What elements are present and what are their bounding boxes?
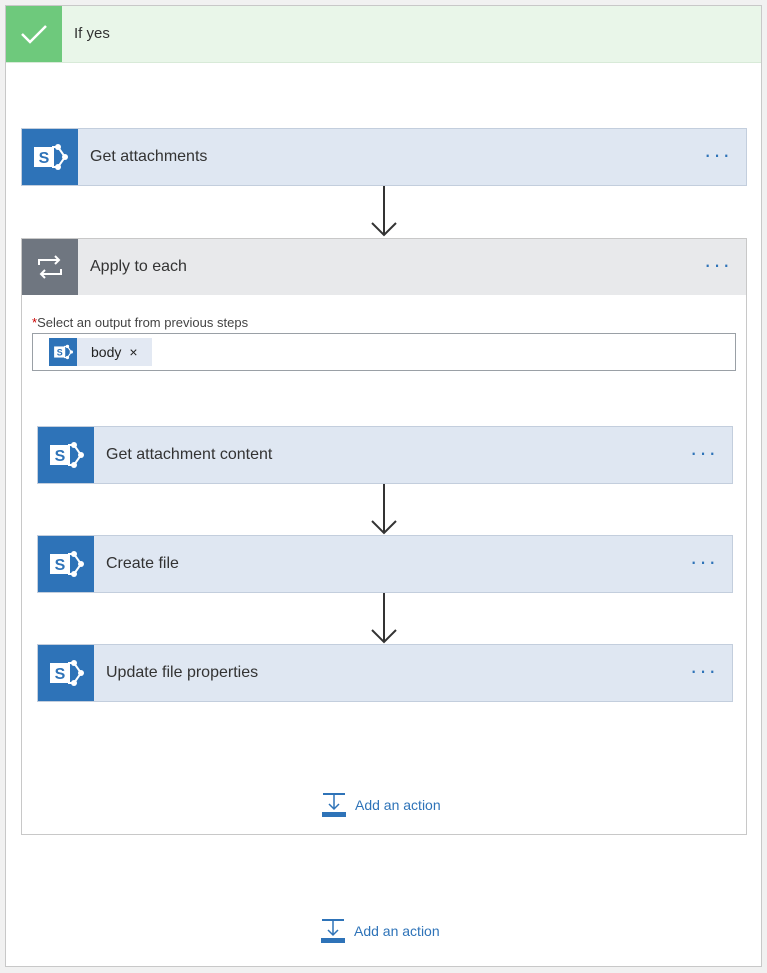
more-options-button[interactable]: ··· bbox=[690, 440, 718, 465]
if-yes-branch: If yes Get attachments ··· Apply to each… bbox=[5, 5, 762, 967]
required-marker: * bbox=[32, 315, 38, 330]
add-action-label: Add an action bbox=[355, 797, 441, 813]
action-label: Update file properties bbox=[106, 664, 259, 681]
token-label: body bbox=[91, 344, 122, 360]
down-arrow-icon bbox=[369, 484, 399, 536]
more-options-button[interactable]: ··· bbox=[690, 549, 718, 574]
add-action-button[interactable]: Add an action bbox=[320, 918, 440, 944]
get-attachments-label: Get attachments bbox=[90, 148, 208, 165]
down-arrow-icon bbox=[369, 593, 399, 645]
condition-title: If yes bbox=[74, 25, 110, 42]
sharepoint-icon bbox=[38, 536, 94, 592]
sharepoint-icon bbox=[49, 338, 77, 366]
output-field-label-text: Select an output from previous steps bbox=[37, 315, 249, 330]
action-label: Create file bbox=[106, 555, 179, 572]
add-action-icon bbox=[321, 792, 347, 818]
sharepoint-icon bbox=[22, 129, 78, 185]
sharepoint-icon bbox=[38, 427, 94, 483]
more-options-button[interactable]: ··· bbox=[704, 252, 732, 277]
apply-to-each-container: Apply to each ··· *Select an output from… bbox=[21, 238, 747, 835]
apply-to-each-title: Apply to each bbox=[90, 258, 187, 275]
apply-to-each-header[interactable]: Apply to each ··· bbox=[22, 239, 746, 295]
sharepoint-icon bbox=[38, 645, 94, 701]
add-action-button[interactable]: Add an action bbox=[321, 792, 441, 818]
get-attachments-card[interactable]: Get attachments ··· bbox=[21, 128, 747, 186]
create-file-card[interactable]: Create file ··· bbox=[37, 535, 733, 593]
body-token[interactable]: body × bbox=[49, 338, 152, 366]
more-options-button[interactable]: ··· bbox=[704, 142, 732, 167]
add-action-icon bbox=[320, 918, 346, 944]
action-label: Get attachment content bbox=[106, 446, 273, 463]
condition-header[interactable]: If yes bbox=[6, 6, 761, 63]
remove-token-button[interactable]: × bbox=[129, 344, 138, 360]
checkmark-icon bbox=[6, 6, 62, 62]
output-input[interactable]: body × bbox=[32, 333, 736, 371]
loop-icon bbox=[22, 239, 78, 295]
get-attachment-content-card[interactable]: Get attachment content ··· bbox=[37, 426, 733, 484]
update-file-properties-card[interactable]: Update file properties ··· bbox=[37, 644, 733, 702]
more-options-button[interactable]: ··· bbox=[690, 658, 718, 683]
add-action-label: Add an action bbox=[354, 923, 440, 939]
output-field-label: *Select an output from previous steps bbox=[32, 315, 248, 330]
down-arrow-icon bbox=[369, 186, 399, 238]
